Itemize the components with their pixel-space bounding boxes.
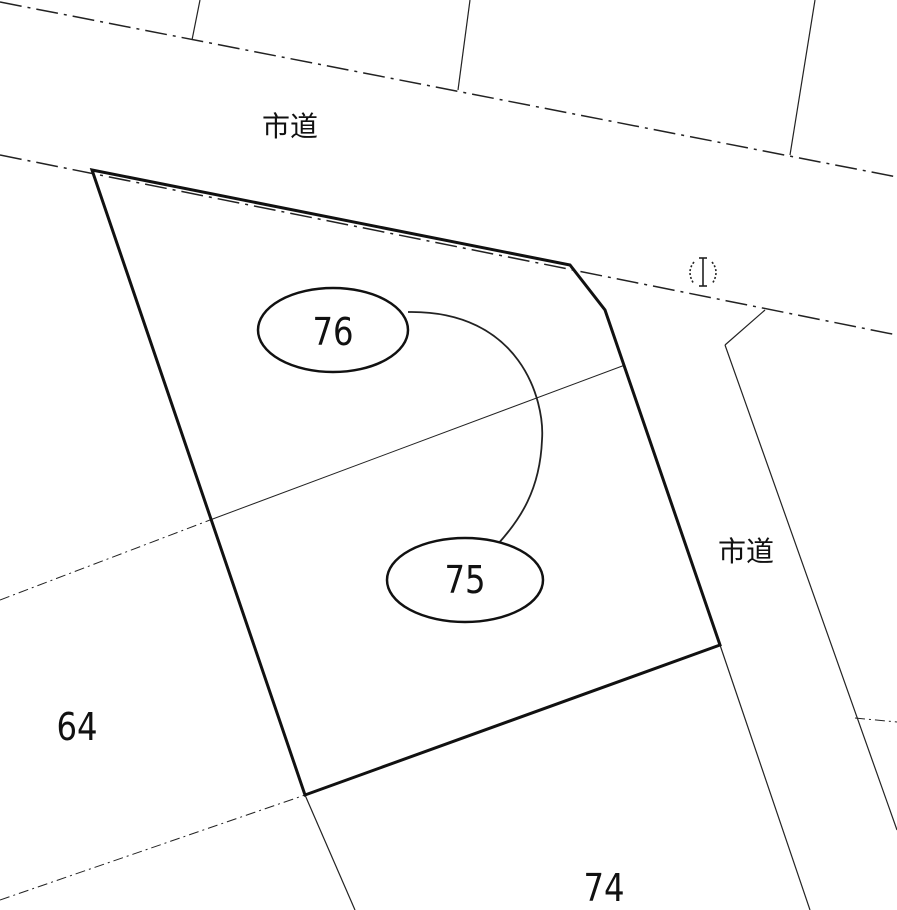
parcel-divider bbox=[209, 364, 626, 521]
lot-line-dashed bbox=[854, 717, 897, 723]
parcel-number-64: 64 bbox=[56, 705, 98, 749]
road-boundary-top bbox=[0, 1, 897, 178]
lot-line bbox=[457, 0, 471, 91]
lot-line bbox=[191, 0, 201, 41]
road-label-top: 市道 bbox=[261, 110, 319, 143]
parcel-number-75: 75 bbox=[444, 558, 486, 602]
parcel-number-76: 76 bbox=[312, 310, 354, 354]
lot-line-dashed bbox=[0, 794, 306, 901]
merge-connector bbox=[407, 311, 544, 546]
lot-line-dashed bbox=[0, 519, 211, 601]
parcel-number-74: 74 bbox=[583, 866, 625, 910]
road-boundary-right bbox=[724, 344, 897, 831]
road-corner bbox=[724, 309, 766, 346]
parcel-75-ellipse bbox=[385, 536, 545, 624]
road-boundary-right-lower bbox=[719, 644, 811, 910]
subject-parcel-outline bbox=[89, 168, 722, 797]
boundary-marker-icon bbox=[689, 257, 717, 287]
road-boundary-bottom bbox=[0, 154, 897, 336]
road-label-right: 市道 bbox=[717, 535, 775, 568]
lot-line bbox=[789, 0, 816, 156]
lot-line bbox=[304, 794, 356, 910]
parcel-76-ellipse bbox=[256, 286, 410, 374]
